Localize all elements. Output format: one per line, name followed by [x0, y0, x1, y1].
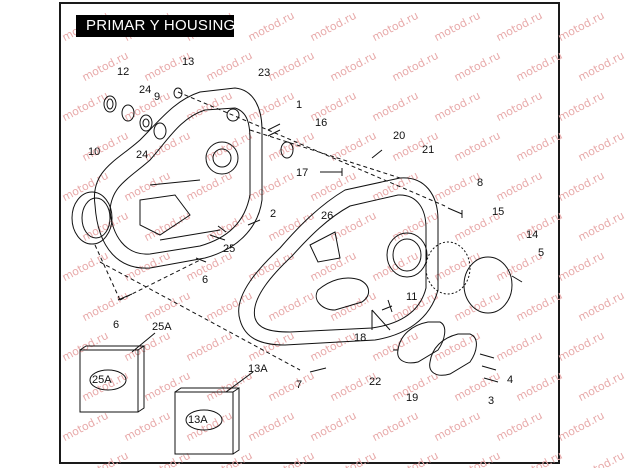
- part-12: [103, 95, 117, 113]
- inner-primary-housing: [93, 87, 263, 269]
- bolt-7: [309, 367, 327, 373]
- screw-5: [511, 275, 523, 283]
- dowel-1: [267, 123, 281, 137]
- bolt-8: [447, 207, 463, 218]
- callout-24: 24: [139, 84, 151, 96]
- callout-16: 16: [315, 117, 327, 129]
- seal-ring-10: [71, 191, 113, 245]
- callout-25a: 25A: [152, 321, 172, 333]
- callout-22: 22: [369, 376, 381, 388]
- callout-11: 11: [406, 291, 417, 303]
- bolt-2: [247, 219, 261, 226]
- outer-primary-cover: [238, 177, 439, 346]
- callout-2: 2: [270, 208, 276, 220]
- callout-21: 21: [422, 144, 434, 156]
- dipstick-17: [320, 168, 343, 176]
- callout-18: 18: [354, 332, 366, 344]
- kit-box-13a-label: 13A: [188, 414, 208, 426]
- part-13: [173, 87, 183, 99]
- derby-cover-14: [463, 256, 513, 314]
- part-24-lower: [153, 122, 167, 140]
- callout-8: 8: [477, 177, 483, 189]
- kit-box-labels: 25A 13A: [92, 374, 208, 426]
- callout-23: 23: [258, 67, 270, 79]
- callout-14: 14: [526, 229, 538, 241]
- pin-20: [371, 149, 383, 159]
- callout-25: 25: [223, 243, 235, 255]
- kit-box-13a: [174, 391, 234, 455]
- diagram-frame: [59, 2, 560, 464]
- bolt-6-mid: [195, 257, 207, 263]
- callout-9: 9: [154, 91, 160, 103]
- callout-3: 3: [488, 395, 494, 407]
- kit-box-25a: [79, 349, 139, 413]
- callout-13: 13: [182, 56, 194, 68]
- callout-1: 1: [296, 99, 302, 111]
- callout-12: 12: [117, 66, 129, 78]
- gasket-22: [397, 321, 446, 364]
- callout-20: 20: [393, 130, 405, 142]
- part-24-upper: [121, 104, 135, 122]
- gasket-15: [425, 241, 471, 295]
- callout-15: 15: [492, 206, 504, 218]
- callout-26: 26: [321, 210, 333, 222]
- callout-5: 5: [538, 247, 544, 259]
- callout-4: 4: [507, 374, 513, 386]
- callout-24: 24: [136, 149, 148, 161]
- seal-16: [280, 141, 294, 159]
- callout-7: 7: [296, 379, 302, 391]
- inspection-cover-19: [429, 333, 477, 376]
- callout-13a: 13A: [248, 363, 268, 375]
- callout-19: 19: [406, 392, 418, 404]
- callout-17: 17: [296, 167, 308, 179]
- page-title: PRIMAR Y HOUSING: [76, 15, 235, 37]
- bolt-25: [209, 225, 227, 241]
- callout-6: 6: [202, 274, 208, 286]
- part-9: [139, 114, 153, 132]
- callout-10: 10: [88, 146, 100, 158]
- callout-6: 6: [113, 319, 119, 331]
- kit-box-25a-label: 25A: [92, 374, 112, 386]
